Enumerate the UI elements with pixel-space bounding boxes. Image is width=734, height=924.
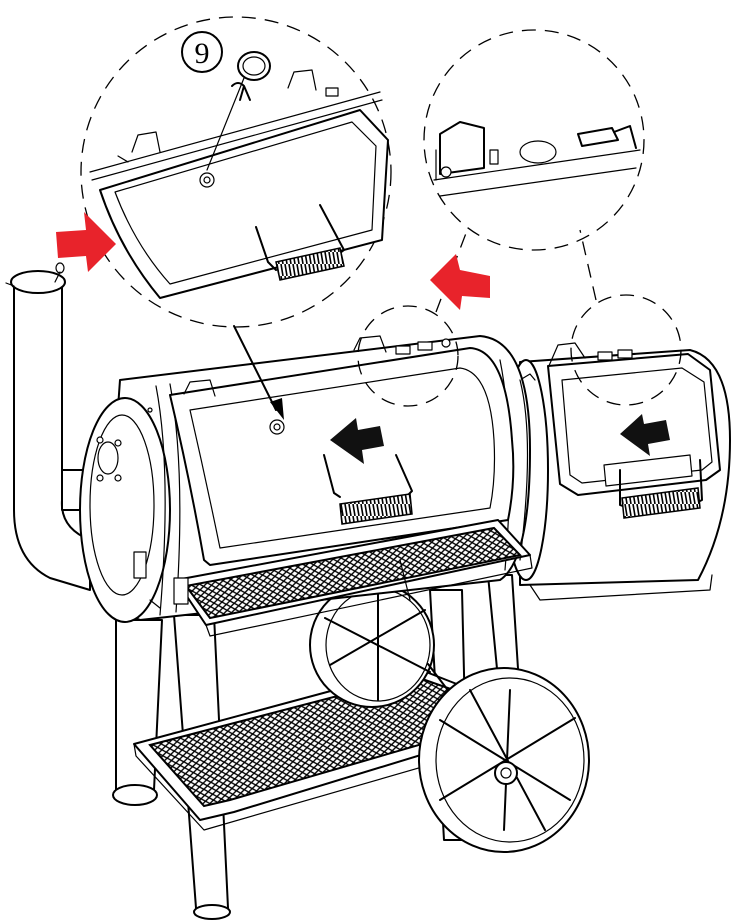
part-callout-number: 9	[195, 37, 210, 70]
lid-detail-inset: 9	[80, 16, 392, 328]
hinge-detail-inset	[423, 29, 645, 251]
front-shelf-grate	[173, 519, 533, 637]
side-firebox	[503, 342, 731, 601]
red-pointer-arrow	[430, 254, 490, 310]
thermometer-pointer-line	[233, 325, 284, 420]
front-wheel	[418, 663, 590, 853]
detail-highlight-circles	[357, 227, 682, 407]
rear-wheel	[309, 582, 435, 708]
black-direction-arrow	[330, 418, 384, 464]
black-direction-arrow	[620, 414, 670, 456]
red-pointer-arrow	[56, 212, 116, 272]
